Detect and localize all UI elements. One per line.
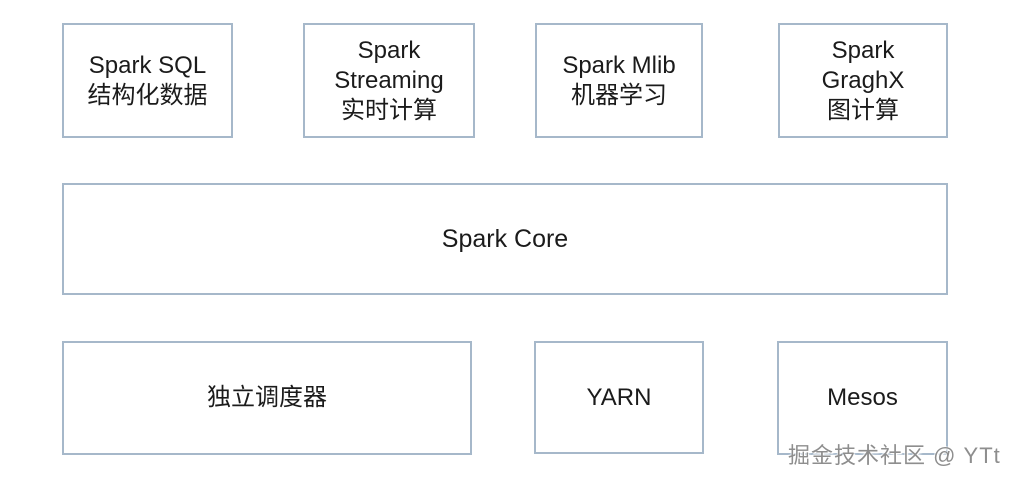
- box-spark-core-label: Spark Core: [441, 225, 569, 253]
- box-mesos-label: Mesos: [827, 384, 898, 411]
- box-spark-graghx: Spark GraghX 图计算: [778, 23, 948, 138]
- box-mesos: Mesos: [777, 341, 948, 455]
- box-standalone-scheduler-label: 独立调度器: [207, 384, 327, 411]
- box-spark-sql-line2: 结构化数据: [87, 81, 208, 109]
- box-spark-graghx-line3: 图计算: [827, 96, 899, 124]
- box-spark-core: Spark Core: [62, 183, 948, 295]
- box-spark-streaming-line1: Spark: [357, 36, 421, 64]
- box-spark-sql: Spark SQL 结构化数据: [62, 23, 233, 138]
- box-spark-graghx-line2: GraghX: [821, 66, 905, 94]
- box-spark-mlib-line1: Spark Mlib: [562, 51, 676, 79]
- box-spark-streaming-line2: Streaming: [334, 66, 444, 94]
- box-spark-mlib: Spark Mlib 机器学习: [535, 23, 703, 138]
- box-standalone-scheduler: 独立调度器: [62, 341, 472, 455]
- box-spark-streaming: Spark Streaming 实时计算: [303, 23, 475, 138]
- box-yarn-label: YARN: [586, 383, 652, 411]
- box-spark-streaming-line3: 实时计算: [341, 96, 437, 124]
- box-spark-mlib-line2: 机器学习: [571, 81, 667, 109]
- watermark: 掘金技术社区 @ YTt: [788, 443, 1001, 468]
- box-spark-graghx-line1: Spark: [831, 36, 895, 64]
- box-spark-sql-line1: Spark SQL: [88, 51, 207, 79]
- box-yarn: YARN: [534, 341, 704, 454]
